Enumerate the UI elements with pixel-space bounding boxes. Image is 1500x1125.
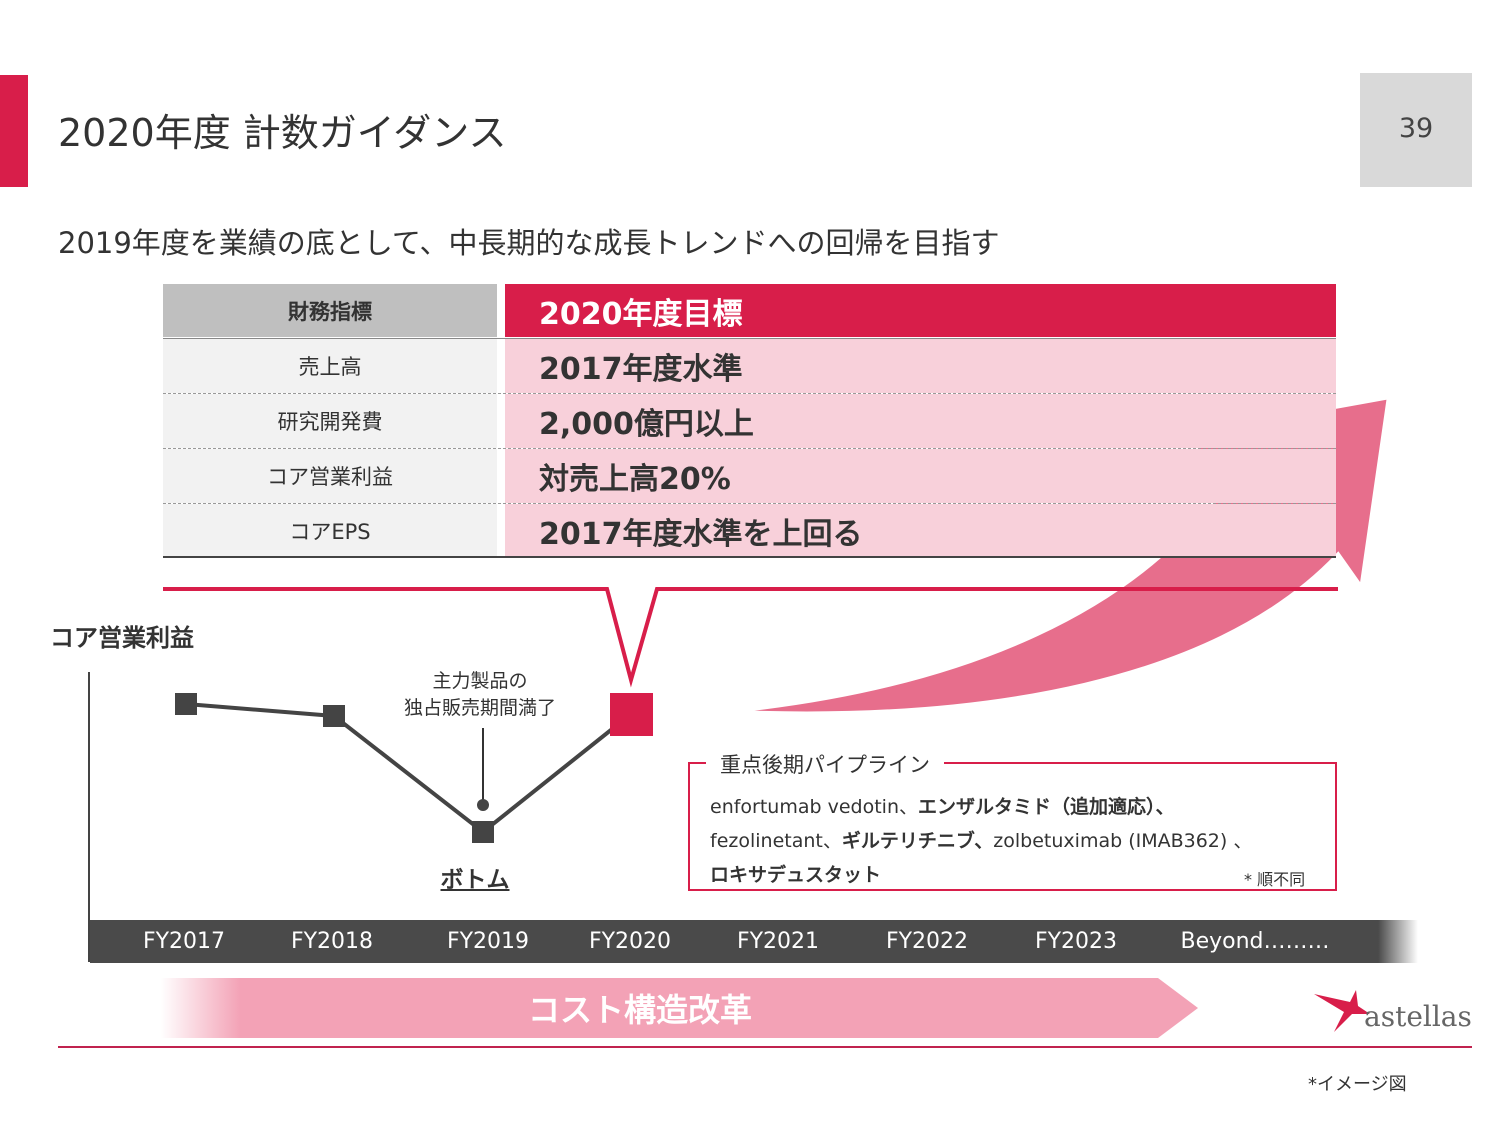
table-row-target: 対売上高20%	[505, 449, 1336, 503]
image-note: *イメージ図	[1308, 1074, 1407, 1095]
pipeline-line-2: fezolinetant、ギルテリチニブ、zolbetuximab (IMAB3…	[710, 826, 1252, 853]
table-bottom-border	[163, 556, 1336, 558]
guidance-table: 財務指標 2020年度目標 売上高 2017年度水準 研究開発費 2,000億円…	[163, 284, 1336, 558]
star-icon	[1314, 990, 1370, 1032]
pipeline-item: zolbetuximab (IMAB362) 、	[993, 830, 1253, 852]
patent-expiry-annotation: 主力製品の 独占販売期間満了	[380, 668, 580, 722]
table-row-label: 研究開発費	[163, 394, 497, 448]
year-label: FY2017	[142, 929, 226, 954]
year-label: FY2021	[736, 929, 820, 954]
cost-reform-arrow	[58, 978, 1198, 1038]
page-number: 39	[1398, 113, 1434, 144]
year-label: FY2019	[446, 929, 530, 954]
table-row-divider	[163, 393, 1336, 394]
table-divider	[163, 338, 1336, 339]
table-row-label: コア営業利益	[163, 449, 497, 503]
annotation-dot	[477, 799, 489, 811]
pipeline-item: enfortumab vedotin、	[710, 796, 918, 818]
operating-profit-line	[185, 702, 633, 835]
annotation-line: 独占販売期間満了	[403, 697, 556, 719]
slide-subtitle: 2019年度を業績の底として、中長期的な成長トレンドへの回帰を目指す	[58, 226, 1000, 260]
table-header-target: 2020年度目標	[505, 284, 1336, 337]
company-logo: astellas	[1312, 988, 1477, 1038]
pipeline-line-3: ロキサデュスタット	[710, 860, 881, 887]
data-point-fy2019	[472, 821, 494, 843]
page-number-box: 39	[1360, 73, 1472, 187]
pipeline-box	[688, 762, 1337, 891]
callout-pointer-line	[163, 587, 1338, 688]
pipeline-line-1: enfortumab vedotin、エンザルタミド（追加適応）、	[710, 792, 1175, 819]
data-point-fy2017	[175, 693, 197, 715]
cost-reform-label: コスト構造改革	[527, 991, 752, 1029]
year-label: FY2023	[1034, 929, 1118, 954]
pipeline-item: ロキサデュスタット	[710, 864, 882, 886]
pipeline-heading: 重点後期パイプライン	[706, 749, 944, 779]
table-row-label: 売上高	[163, 339, 497, 393]
cost-arrow-shape	[58, 978, 1198, 1038]
year-label: FY2020	[588, 929, 672, 954]
year-label: FY2022	[885, 929, 969, 954]
table-row-target: 2017年度水準	[505, 339, 1336, 393]
data-point-fy2020-target	[610, 693, 653, 736]
bottom-rule	[58, 1046, 1472, 1048]
bottom-label: ボトム	[440, 867, 510, 893]
annotation-line: 主力製品の	[432, 670, 528, 692]
pipeline-item: fezolinetant、	[710, 830, 842, 852]
pipeline-note: * 順不同	[1244, 870, 1306, 889]
table-row-label: コアEPS	[163, 504, 497, 558]
pipeline-item: ギルテリチニブ、	[841, 830, 994, 852]
year-label: Beyond………	[1180, 929, 1330, 954]
table-header-metric: 財務指標	[163, 284, 497, 337]
slide-title: 2020年度 計数ガイダンス	[58, 111, 507, 155]
table-row-target: 2017年度水準を上回る	[505, 504, 1336, 558]
table-row-target: 2,000億円以上	[505, 394, 1336, 448]
year-label: FY2018	[290, 929, 374, 954]
growth-arrow	[711, 392, 1394, 718]
title-accent-bar	[0, 75, 28, 187]
data-point-fy2018	[323, 705, 345, 727]
pipeline-item: エンザルタミド（追加適応）、	[918, 796, 1175, 818]
table-row-divider	[163, 503, 1336, 504]
chart-axis-label: コア営業利益	[50, 624, 194, 652]
logo-text: astellas	[1364, 1000, 1472, 1033]
fiscal-year-axis: FY2017 FY2018 FY2019 FY2020 FY2021 FY202…	[90, 920, 1418, 963]
table-row-divider	[163, 448, 1336, 449]
